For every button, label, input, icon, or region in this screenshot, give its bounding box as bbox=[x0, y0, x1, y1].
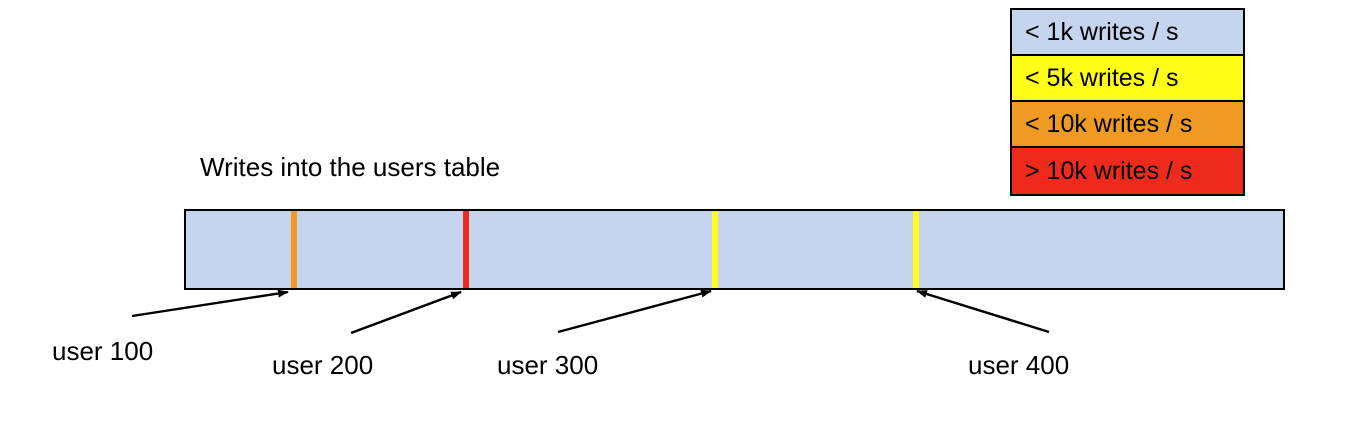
legend-label-under-1k: < 1k writes / s bbox=[1025, 17, 1179, 46]
user-100-label: user 100 bbox=[52, 336, 154, 366]
legend-row-under-5k: < 5k writes / s bbox=[1012, 56, 1243, 102]
user-200-marker bbox=[463, 211, 469, 288]
legend-row-under-10k: < 10k writes / s bbox=[1012, 102, 1243, 148]
legend-label-under-5k: < 5k writes / s bbox=[1025, 63, 1179, 92]
user-300-label: user 300 bbox=[497, 350, 599, 380]
write-rate-legend: < 1k writes / s < 5k writes / s < 10k wr… bbox=[1010, 8, 1245, 196]
user-400-marker bbox=[913, 211, 919, 288]
legend-label-under-10k: < 10k writes / s bbox=[1025, 109, 1193, 138]
legend-row-under-1k: < 1k writes / s bbox=[1012, 10, 1243, 56]
legend-label-over-10k: > 10k writes / s bbox=[1025, 156, 1193, 185]
user-200-label: user 200 bbox=[272, 350, 374, 380]
user-300-marker bbox=[712, 211, 718, 288]
user-300-arrow bbox=[557, 289, 712, 334]
user-200-arrow bbox=[350, 290, 462, 335]
chart-title: Writes into the users table bbox=[200, 152, 501, 182]
user-100-arrow bbox=[131, 289, 289, 318]
legend-row-over-10k: > 10k writes / s bbox=[1012, 148, 1243, 194]
users-table-bar bbox=[184, 209, 1285, 290]
user-400-label: user 400 bbox=[968, 350, 1070, 380]
user-400-arrow bbox=[916, 289, 1050, 334]
user-100-marker bbox=[291, 211, 297, 288]
